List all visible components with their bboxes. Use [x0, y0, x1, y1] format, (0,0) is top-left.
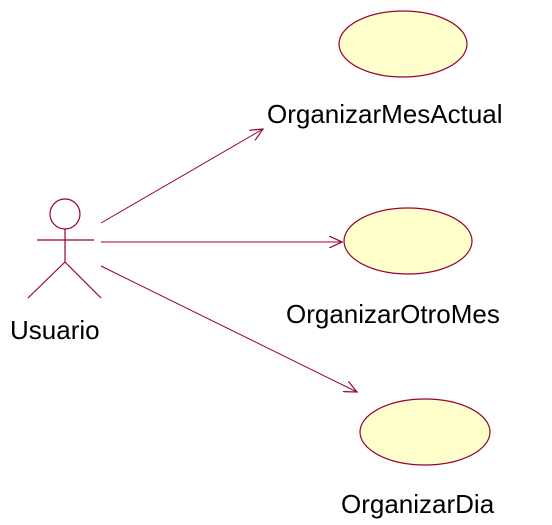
use-case-organizar-mes-actual[interactable]: OrganizarMesActual: [267, 10, 503, 129]
actor-usuario[interactable]: Usuario: [10, 198, 102, 345]
use-case-ellipse: [343, 207, 473, 275]
actor-label: Usuario: [10, 315, 100, 345]
actor-left-leg: [27, 261, 66, 299]
actor-right-leg: [64, 261, 102, 299]
association-mes-actual[interactable]: [100, 129, 263, 224]
actor-head: [49, 198, 81, 230]
use-case-ellipse: [338, 10, 468, 78]
use-case-organizar-otro-mes[interactable]: OrganizarOtroMes: [286, 207, 500, 329]
association-dia[interactable]: [100, 265, 357, 392]
use-case-organizar-dia[interactable]: OrganizarDia: [341, 398, 495, 519]
use-case-label: OrganizarDia: [341, 489, 495, 519]
use-case-label: OrganizarMesActual: [267, 99, 503, 129]
use-case-ellipse: [359, 398, 491, 466]
use-case-label: OrganizarOtroMes: [286, 299, 500, 329]
